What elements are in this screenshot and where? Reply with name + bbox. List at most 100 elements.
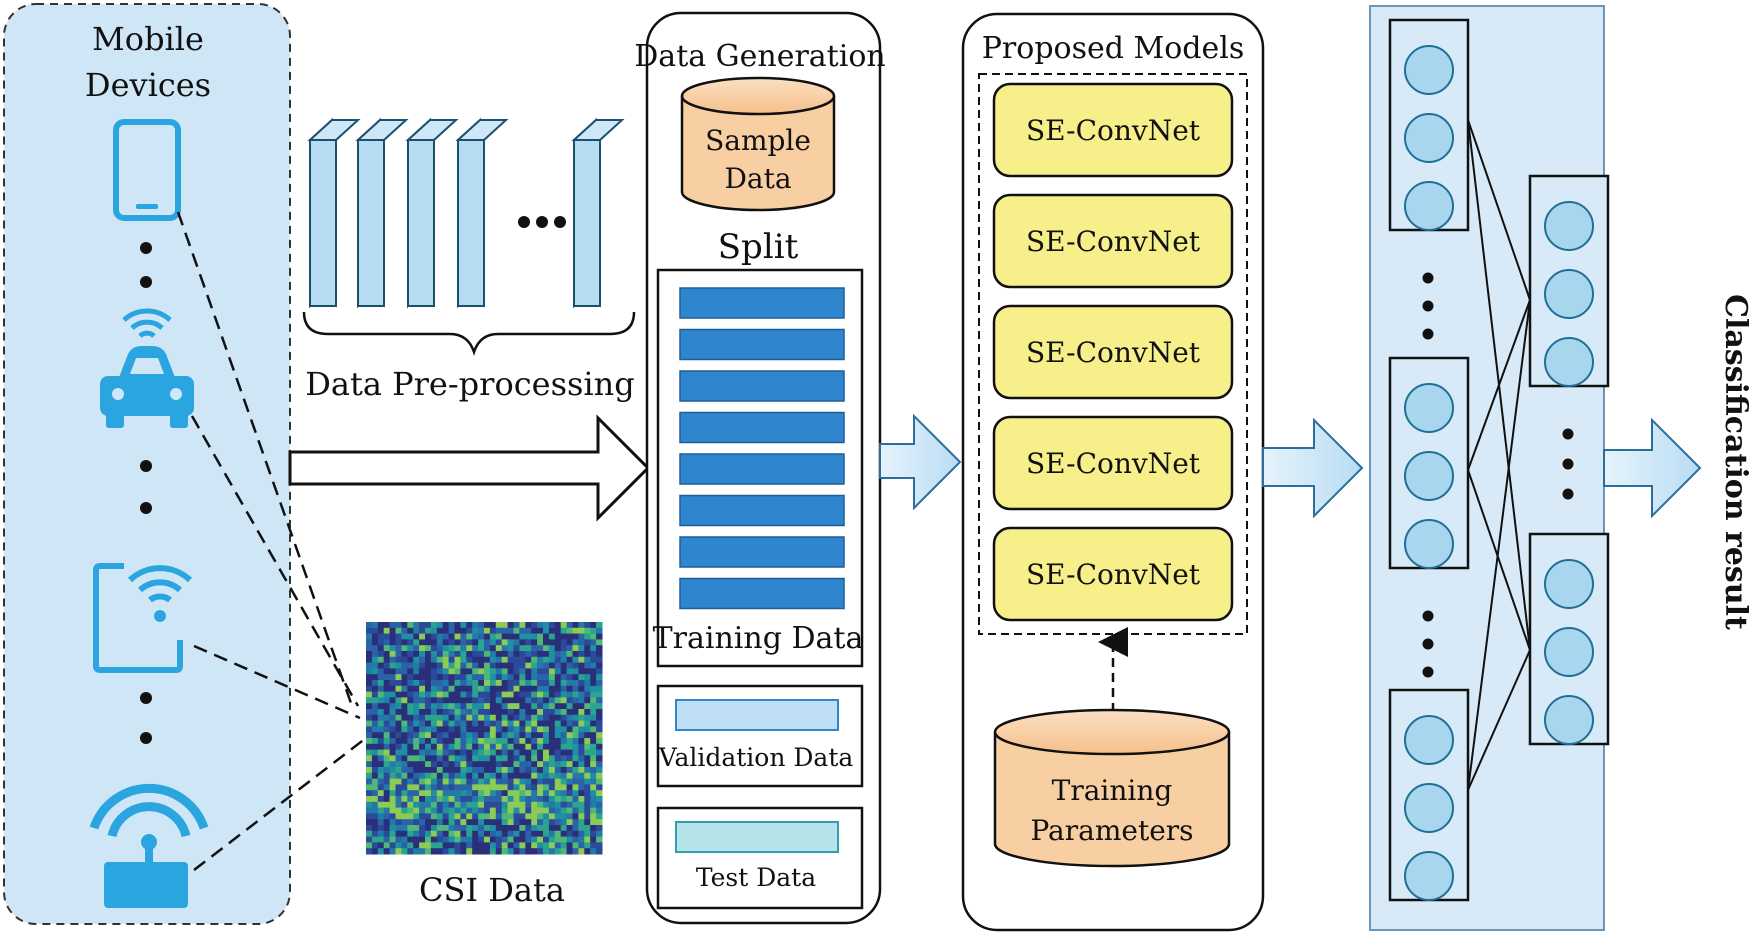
ellipsis-dot [1422,638,1434,650]
model-box-5 [992,526,1234,622]
flow-arrow-to-output [1603,417,1702,519]
data-generation-title: Data Generation [634,39,885,74]
training-bar [679,453,845,485]
neuron-group [1388,18,1470,232]
model-label-4: SE-ConvNet [1026,447,1201,480]
neuron-node [1544,695,1594,745]
mobile-devices-panel: Mobile Devices [3,3,291,925]
feature-slab [355,117,409,309]
split-label: Split [718,227,799,267]
model-box-4 [992,415,1234,511]
model-label-5: SE-ConvNet [1026,558,1201,591]
mobile-devices-title-line1: Mobile [92,20,204,58]
ellipsis-dot [1422,300,1434,312]
ellipsis-dot [1422,272,1434,284]
ellipsis-dot [536,216,548,228]
ellipsis-dot [140,242,152,254]
model-label-2: SE-ConvNet [1026,225,1201,258]
ellipsis-dot [1422,328,1434,340]
neuron-node [1544,201,1594,251]
network-edge [1467,299,1531,471]
ellipsis-dot [1422,666,1434,678]
neuron-group [1388,356,1470,570]
mobile-devices-title-line2: Devices [85,66,211,104]
feature-slab [455,117,509,309]
ellipsis-dot [140,460,152,472]
flow-arrow-to-network [1262,417,1364,519]
csi-heatmap [366,622,603,855]
feature-slab [571,117,625,309]
neuron-node [1544,337,1594,387]
ellipsis-dot [140,502,152,514]
validation-data-label: Validation Data [658,743,854,772]
neuron-node [1404,519,1454,569]
neuron-node [1404,783,1454,833]
model-label-3: SE-ConvNet [1026,336,1201,369]
sample-data-line2: Data [724,162,791,195]
neuron-node [1404,45,1454,95]
training-bars [679,287,845,610]
model-box-2 [992,193,1234,289]
feature-slab [405,117,459,309]
preprocessing-label: Data Pre-processing [305,365,635,403]
model-label-1: SE-ConvNet [1026,114,1201,147]
neuron-group [1528,532,1610,746]
neuron-node [1544,627,1594,677]
ellipsis-dot [1562,428,1574,440]
preprocessing-stack [302,117,636,356]
proposed-models-title: Proposed Models [982,31,1244,66]
network-edge [1467,469,1531,651]
neuron-node [1404,451,1454,501]
test-data-label: Test Data [696,863,816,892]
neuron-node [1544,269,1594,319]
ellipsis-dot [140,732,152,744]
model-box-3 [992,304,1234,400]
training-bar [679,411,845,444]
flow-arrow-to-models [879,413,962,511]
neuron-node [1404,715,1454,765]
neuron-node [1404,181,1454,231]
validation-bar [675,699,839,731]
neuron-node [1404,851,1454,901]
test-bar [675,821,839,853]
sample-data-line1: Sample [705,124,811,157]
neural-network-panel [1369,5,1610,931]
training-bar [679,577,845,610]
training-bar [679,287,845,319]
smartphone-icon [113,119,181,221]
flow-arrow-main [288,414,651,522]
ellipsis-dot [554,216,566,228]
csi-label: CSI Data [419,871,565,909]
network-edge [1467,649,1531,791]
neuron-node [1404,113,1454,163]
training-bar [679,328,845,361]
ellipsis-dot [1562,488,1574,500]
training-parameters-line2: Parameters [1030,814,1193,847]
neuron-group [1528,174,1610,388]
feature-slab [307,117,361,309]
ellipsis-dot [518,216,530,228]
ellipsis-dot [1562,458,1574,470]
model-box-1 [992,82,1234,178]
neuron-group [1388,688,1470,902]
proposed-models-panel: Proposed Models SE-ConvNetSE-ConvNetSE-C… [961,12,1265,932]
tablet-wifi-icon [93,563,193,673]
network-edge [1467,299,1531,791]
network-edge [1467,119,1531,301]
training-parameters-line1: Training [1052,774,1173,807]
neuron-node [1404,383,1454,433]
neuron-node [1544,559,1594,609]
device-csi-links [176,211,367,871]
training-bar [679,536,845,568]
router-wifi-icon [89,783,209,908]
training-parameters-cylinder [993,708,1231,868]
training-data-label: Training Data [653,621,864,656]
car-wifi-icon [100,308,194,428]
preprocessing-brace [302,311,636,356]
training-bar [679,494,845,527]
sample-data-cylinder [680,76,836,212]
data-generation-panel: Data Generation Sample Data Split Traini… [634,11,886,925]
ellipsis-dot [140,692,152,704]
ellipsis-dot [140,276,152,288]
